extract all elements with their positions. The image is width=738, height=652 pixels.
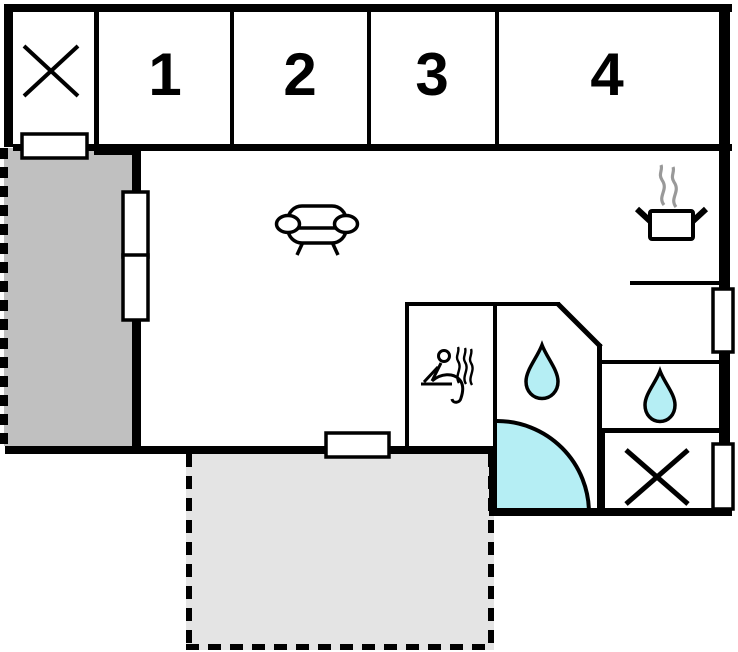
crossed-room-icon [22, 44, 80, 98]
bathroom-shower [497, 306, 597, 508]
sofa-icon [274, 204, 360, 256]
window-marker [324, 431, 391, 459]
water-drop-icon [643, 366, 677, 424]
wall-shower-toilet-divider [597, 344, 602, 430]
front-terrace [186, 454, 494, 650]
bedroom-1-label: 1 [148, 41, 181, 108]
steam-icon [455, 346, 461, 384]
bedroom-4-label: 4 [590, 41, 624, 108]
wall-bottom-right [489, 508, 732, 516]
wall-stub-terrace-top [94, 147, 141, 155]
window-marker [121, 253, 150, 322]
crossed-room-icon [624, 448, 690, 506]
bedroom-2-label: 2 [283, 41, 316, 108]
wall-divider-1-2 [230, 12, 234, 144]
wall-shower-top [497, 302, 560, 306]
wall-chamfer [556, 302, 603, 349]
wall-sauna-shower-divider [493, 302, 497, 446]
window-marker [711, 287, 735, 354]
window-marker [121, 190, 150, 259]
wall-divider-3-4 [495, 12, 499, 144]
stove-pot-icon [634, 164, 709, 241]
wall-toilet-bottom [600, 428, 722, 433]
bedroom-3-label: 3 [415, 41, 448, 108]
window-marker [711, 442, 735, 511]
wall-top [4, 4, 732, 12]
window-marker [20, 132, 89, 160]
steam-icon [462, 347, 468, 385]
wall-bedrooms-bottom [13, 144, 732, 151]
steam-icon [468, 348, 474, 386]
steam-icon [658, 164, 666, 206]
crossed-room-top-left [13, 12, 94, 144]
kitchen-counter-line [630, 281, 720, 285]
wall-xroom-left [597, 430, 605, 516]
shower-basin-arc [496, 419, 591, 514]
shower-basin-icon [497, 421, 589, 513]
wall-right [719, 4, 730, 516]
wall-bottom-main [5, 446, 497, 454]
sauna-icon [421, 346, 474, 404]
wall-divider-2-3 [367, 12, 371, 144]
wall-toilet-top [600, 360, 722, 364]
wall-left-top [4, 4, 13, 147]
water-drop-icon [524, 340, 560, 401]
side-terrace [4, 148, 132, 446]
steam-icon [670, 166, 678, 208]
wall-sauna-top [405, 302, 497, 306]
wall-sauna-left [405, 302, 409, 446]
wall-divider-x-1 [94, 12, 99, 144]
